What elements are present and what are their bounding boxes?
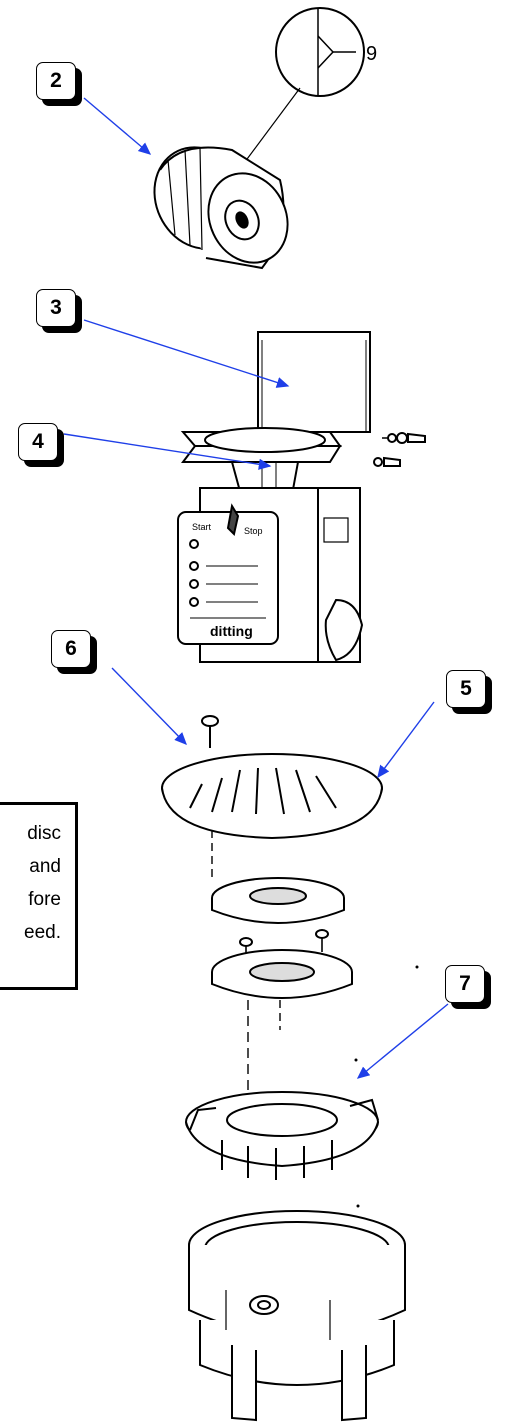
callout-4: 4 xyxy=(18,423,58,461)
panel-stop-label: Stop xyxy=(244,526,263,536)
leader-lines xyxy=(63,97,449,1079)
detail-circle-9: 9 xyxy=(217,7,377,199)
callout-3: 3 xyxy=(36,289,76,327)
upper-fan-ring xyxy=(161,715,383,880)
grinding-chamber xyxy=(188,1210,406,1422)
burr-discs xyxy=(211,877,353,1090)
grinder-upper-assembly: Start Stop ditting xyxy=(177,331,426,663)
panel-start-label: Start xyxy=(192,522,212,532)
adjustment-knob xyxy=(153,146,289,270)
leader-7 xyxy=(356,1003,449,1079)
lower-fan xyxy=(185,1091,379,1180)
leader-6 xyxy=(111,667,187,746)
instruction-note: disc and fore eed. xyxy=(0,802,78,990)
callout-6: 6 xyxy=(51,630,91,668)
note-line-3: fore xyxy=(28,889,61,910)
callout-7: 7 xyxy=(445,965,485,1003)
note-line-2: and xyxy=(29,856,61,877)
note-line-5: eed. xyxy=(24,922,61,943)
panel-brand-label: ditting xyxy=(210,623,253,639)
leader-4 xyxy=(63,433,272,470)
leader-3 xyxy=(83,319,290,388)
callout-2: 2 xyxy=(36,62,76,100)
leader-2 xyxy=(83,97,152,155)
note-line-1: disc xyxy=(27,823,61,844)
leader-5 xyxy=(377,701,435,779)
callout-5: 5 xyxy=(446,670,486,708)
detail-label: 9 xyxy=(366,43,377,65)
